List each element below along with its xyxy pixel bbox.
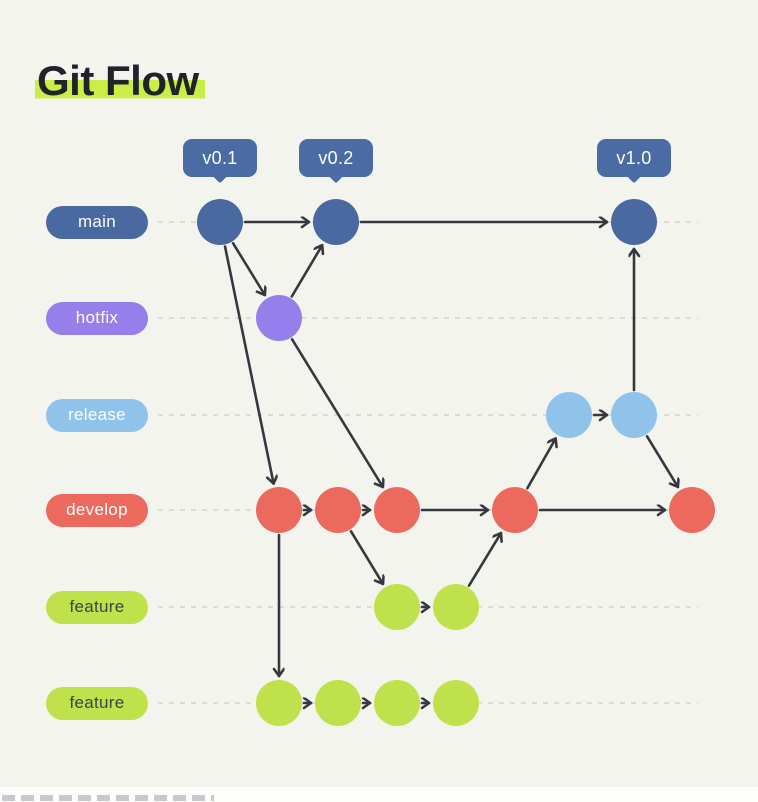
- commit-node-d5: [669, 487, 715, 533]
- branch-label-release: release: [46, 398, 148, 432]
- commit-arrow-r2-to-d5: [645, 435, 678, 489]
- commit-arrow-f1b-to-d4: [467, 531, 501, 587]
- commit-arrow-h1-to-d3: [290, 337, 383, 489]
- commit-node-f2b: [315, 680, 361, 726]
- branch-label-hotfix: hotfix: [46, 301, 148, 335]
- commit-node-r2: [611, 392, 657, 438]
- cut-off-caption-fragment: [2, 795, 214, 801]
- commit-node-d3: [374, 487, 420, 533]
- commit-arrow-m1-to-h1: [231, 241, 265, 297]
- commit-arrow-h1-to-m2: [290, 243, 322, 298]
- commit-node-h1: [256, 295, 302, 341]
- commit-arrow-d4-to-r1: [526, 437, 555, 490]
- commit-node-f2d: [433, 680, 479, 726]
- commit-node-d2: [315, 487, 361, 533]
- commit-arrow-m1-to-d1: [223, 245, 274, 485]
- commit-node-f1a: [374, 584, 420, 630]
- branch-label-feature2: feature: [46, 686, 148, 720]
- commit-node-m1: [197, 199, 243, 245]
- commit-node-m3: [611, 199, 657, 245]
- commit-node-r1: [546, 392, 592, 438]
- version-tag-v0.2: v0.2: [299, 139, 373, 177]
- commit-node-f2a: [256, 680, 302, 726]
- commit-arrow-d2-to-f1a: [349, 530, 383, 586]
- page-title: Git Flow: [35, 57, 205, 105]
- footer-strip: [0, 787, 758, 802]
- commit-node-f2c: [374, 680, 420, 726]
- commit-node-d4: [492, 487, 538, 533]
- version-tag-v0.1: v0.1: [183, 139, 257, 177]
- commit-node-d1: [256, 487, 302, 533]
- branch-label-main: main: [46, 205, 148, 239]
- branch-label-feature1: feature: [46, 590, 148, 624]
- commit-node-f1b: [433, 584, 479, 630]
- commit-node-m2: [313, 199, 359, 245]
- branch-label-develop: develop: [46, 493, 148, 527]
- version-tag-v1.0: v1.0: [597, 139, 671, 177]
